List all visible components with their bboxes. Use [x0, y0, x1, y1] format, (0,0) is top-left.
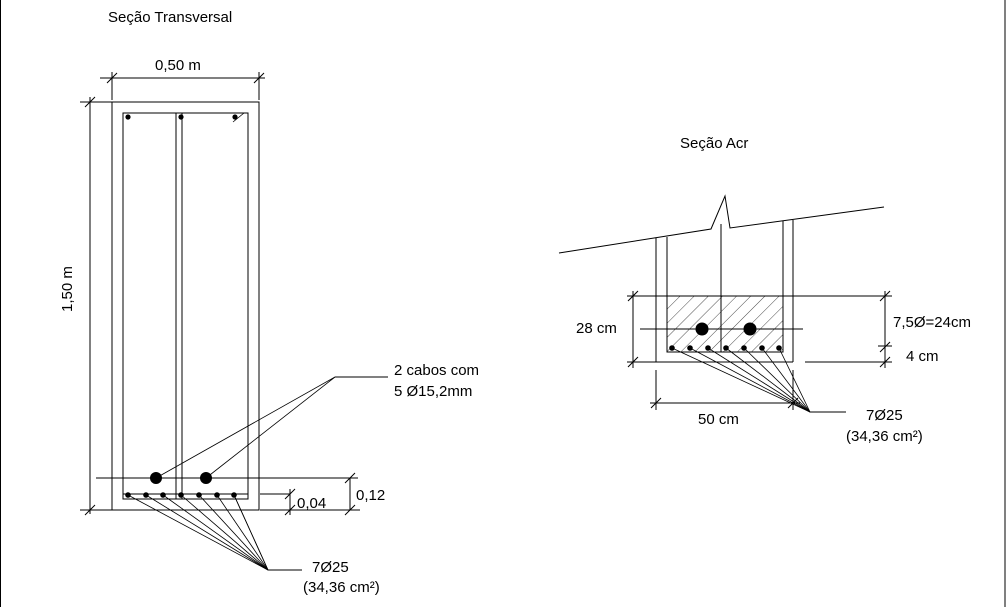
- left-height-dimension: 1,50 m: [59, 96, 112, 516]
- left-rebar-label-line1: 7Ø25: [312, 559, 349, 576]
- acr-rebar-label-line1: 7Ø25: [866, 407, 903, 424]
- rebar-leader: 7Ø25 (34,36 cm²): [127, 494, 380, 596]
- beam-outline: [111, 101, 260, 511]
- acr-bottom-dim-label: 4 cm: [906, 348, 939, 365]
- cable-label-line2: 5 Ø15,2mm: [394, 383, 472, 400]
- acr-cables: [695, 322, 757, 336]
- left-height-label: 1,50 m: [59, 266, 76, 312]
- dim-004-label: 0,04: [297, 495, 326, 512]
- left-width-label: 0,50 m: [155, 57, 201, 74]
- break-line: [558, 194, 885, 254]
- acr-width-dimension: 50 cm: [650, 370, 800, 428]
- acr-width-label: 50 cm: [698, 411, 739, 428]
- acr-height-label: 28 cm: [576, 320, 617, 337]
- acr-height-dimension: 28 cm: [576, 290, 639, 368]
- left-rebar-label-line2: (34,36 cm²): [303, 579, 380, 596]
- cross-section-acr: Seção Acr: [558, 135, 971, 445]
- cable-label-line1: 2 cabos com: [394, 362, 479, 379]
- left-section-title: Seção Transversal: [108, 9, 232, 26]
- cable-leader: 2 cabos com 5 Ø15,2mm: [155, 362, 479, 479]
- acr-rebar-label-line2: (34,36 cm²): [846, 428, 923, 445]
- acr-right-dimensions: 7,5Ø=24cm 4 cm: [878, 290, 971, 368]
- acr-hatched-area: [666, 295, 784, 353]
- acr-top-dim-label: 7,5Ø=24cm: [893, 314, 971, 331]
- cover-dimensions: 0,04 0,12: [260, 472, 385, 516]
- dim-012-label: 0,12: [356, 487, 385, 504]
- right-section-title: Seção Acr: [680, 135, 748, 152]
- left-width-dimension: 0,50 m: [100, 57, 265, 100]
- top-bars: [125, 114, 238, 120]
- acr-rebar-leader: 7Ø25 (34,36 cm²): [671, 347, 923, 445]
- cross-section-left: Seção Transversal 0,50 m 1,50 m: [59, 9, 479, 596]
